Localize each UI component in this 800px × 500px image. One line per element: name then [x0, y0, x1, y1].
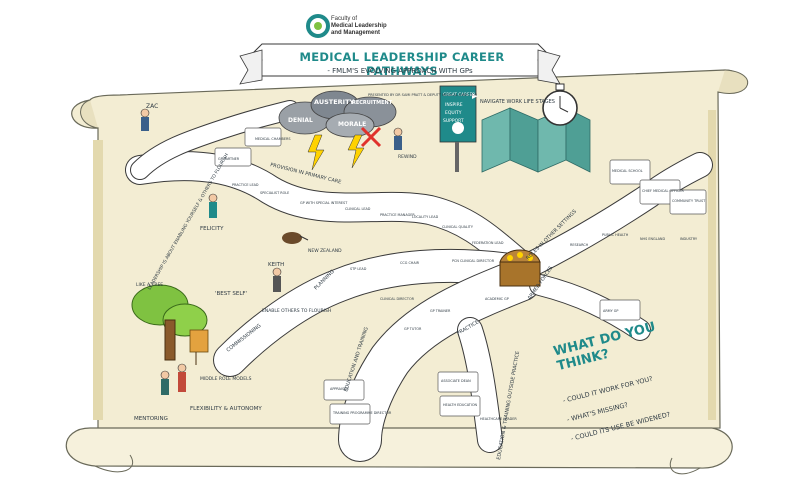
- puzzle-label: PUBLIC HEALTH: [602, 233, 629, 237]
- stopwatch-icon: [542, 83, 578, 126]
- puzzle-label: GP PARTNER: [218, 157, 240, 161]
- fmlm-logo-icon: [306, 14, 330, 38]
- cloud-word-austerity: AUSTERITY: [314, 98, 355, 106]
- people-figures: [140, 108, 403, 395]
- sign-text-equity: EQUITY: [445, 110, 462, 116]
- navigate-label: NAVIGATE WORK LIFE STAGES: [480, 99, 555, 105]
- puzzle-label: APPRAISER: [330, 387, 349, 391]
- label-enable-others: ENABLE OTHERS TO FLOURISH: [262, 308, 331, 314]
- puzzle-label: ACADEMIC GP: [485, 297, 509, 301]
- label-mentoring: MENTORING: [134, 416, 168, 422]
- treasure-chest-icon: [499, 249, 541, 287]
- name-keith: KEITH: [268, 262, 284, 268]
- label-like-a-tree: LIKE A TREE: [136, 282, 163, 288]
- puzzle-label: CLINICAL QUALITY: [442, 225, 474, 229]
- puzzle-label: PCN CLINICAL DIRECTOR: [452, 259, 495, 263]
- page-subtitle: - FMLM'S EVOLVING APPROACH WITH GPs: [327, 67, 473, 75]
- storm-clouds: [278, 90, 397, 171]
- red-cross-icon: [360, 126, 382, 148]
- page-title: MEDICAL LEADERSHIP CAREER PATHWAYS: [299, 50, 505, 78]
- road-sign: [439, 85, 478, 172]
- puzzle-label: COMMUNITY TRUST: [672, 199, 706, 203]
- logo-line: and Management: [331, 30, 381, 36]
- puzzle-label: CLINICAL LEAD: [345, 207, 371, 211]
- puzzle-label: GP TUTOR: [404, 327, 422, 331]
- felicity-figure: [208, 193, 218, 218]
- zac-figure: [140, 108, 150, 131]
- rewind-label: REWIND: [398, 154, 417, 160]
- puzzle-label: GP TRAINER: [430, 309, 451, 313]
- puzzle-label: HEALTHCARE LEADER: [480, 417, 517, 421]
- puzzle-label: MEDICAL CHAMBERS: [255, 137, 290, 141]
- sign-text-inspire: INSPIRE: [445, 102, 463, 108]
- person-with-flag: [393, 127, 403, 150]
- puzzle-label: LOCALITY LEAD: [412, 215, 439, 219]
- puzzle-label: INDUSTRY: [680, 237, 698, 241]
- label-new-zealand: NEW ZEALAND: [308, 248, 342, 254]
- puzzle-label: ARMY GP: [603, 309, 618, 313]
- puzzle-label: PRACTICE MANAGER: [380, 213, 415, 217]
- sign-text-career: GREAT CAREER: [443, 92, 475, 97]
- puzzle-label: NHS ENGLAND: [640, 237, 665, 241]
- puzzle-label-group: MEDICAL CHAMBERS GP PARTNER PRACTICE LEA…: [218, 137, 706, 421]
- presenter-label: PRESENTED BY DR SAMI PRATT & DEPUTY MEDI…: [368, 93, 478, 97]
- label-best-self: 'BEST SELF': [215, 291, 247, 297]
- puzzle-label: ASSOCIATE DEAN: [441, 379, 471, 383]
- title-banner: [239, 43, 561, 85]
- label-flexibility: FLEXIBILITY & AUTONOMY: [190, 406, 262, 412]
- logo-line: Faculty of: [331, 16, 358, 22]
- sign-text-support: SUPPORT: [443, 118, 464, 124]
- puzzle-pieces: [214, 127, 707, 425]
- cloud-word-morale: MORALE: [338, 121, 366, 128]
- puzzle-label: CCG CHAIR: [400, 261, 420, 265]
- cloud-word-denial: DENIAL: [288, 117, 313, 124]
- puzzle-label: PRACTICE LEAD: [232, 183, 259, 187]
- puzzle-label: CHIEF MEDICAL OFFICER: [642, 189, 684, 193]
- puzzle-label: TRAINING PROGRAMME DIRECTOR: [332, 411, 392, 415]
- cloud-word-recruitment: RECRUITMENT: [352, 100, 393, 106]
- logo-line: Medical Leadership: [331, 23, 387, 29]
- label-middle-models: MIDDLE ROLE MODELS: [200, 376, 252, 382]
- puzzle-label: MEDICAL SCHOOL: [612, 169, 643, 173]
- tree-icon: [131, 284, 209, 365]
- puzzle-label: HEALTH EDUCATION: [443, 403, 478, 407]
- keith-figure: [272, 267, 282, 292]
- puzzle-label: FEDERATION LEAD: [472, 241, 504, 245]
- puzzle-label: RESEARCH: [570, 243, 589, 247]
- puzzle-label: STP LEAD: [350, 267, 367, 271]
- kiwi-icon: [282, 232, 309, 244]
- mentoring-figures: [160, 363, 187, 395]
- puzzle-label: SPECIALIST ROLE: [260, 191, 289, 195]
- logo-text: Faculty of Medical Leadership and Manage…: [331, 16, 441, 37]
- name-zac: ZAC: [146, 103, 158, 110]
- puzzle-label: CLINICAL DIRECTOR: [380, 297, 415, 301]
- name-felicity: FELICITY: [200, 226, 224, 232]
- puzzle-label: GP WITH SPECIAL INTEREST: [300, 201, 348, 205]
